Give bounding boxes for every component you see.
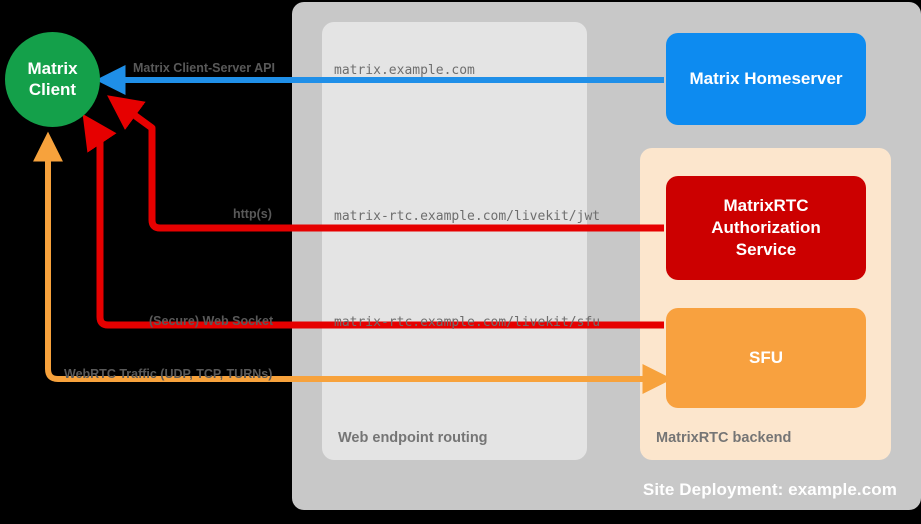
matrixrtc-backend-label: MatrixRTC backend [656, 430, 792, 446]
edge-label-client-server-api: Matrix Client-Server API [133, 61, 275, 75]
node-matrix-homeserver[interactable]: Matrix Homeserver [666, 33, 866, 125]
node-matrixrtc-authorization-service[interactable]: MatrixRTC Authorization Service [666, 176, 866, 280]
edge-label-webrtc-traffic: WebRTC Traffic (UDP, TCP, TURNs) [64, 367, 273, 381]
sfu-label: SFU [749, 348, 783, 367]
web-endpoint-routing-container: Web endpoint routing [322, 22, 587, 460]
auth-service-label-line3: Service [735, 239, 797, 259]
url-label-livekit-sfu: matrix-rtc.example.com/livekit/sfu [334, 315, 601, 330]
matrix-homeserver-label: Matrix Homeserver [689, 69, 843, 88]
url-label-livekit-jwt: matrix-rtc.example.com/livekit/jwt [334, 209, 601, 224]
auth-service-label-line2: Authorization [711, 218, 821, 238]
node-sfu[interactable]: SFU [666, 308, 866, 408]
edge-label-websocket: (Secure) Web Socket [149, 314, 274, 328]
url-label-matrix-example-com: matrix.example.com [334, 63, 475, 78]
auth-service-label-line1: MatrixRTC [723, 196, 809, 216]
edge-label-http: http(s) [233, 207, 272, 221]
matrix-client-label-line1: Matrix [27, 59, 78, 79]
node-matrix-client[interactable]: Matrix Client [5, 32, 100, 127]
site-deployment-label: Site Deployment: example.com [642, 480, 897, 499]
web-endpoint-routing-label: Web endpoint routing [338, 430, 488, 446]
matrix-client-label-line2: Client [28, 79, 77, 99]
